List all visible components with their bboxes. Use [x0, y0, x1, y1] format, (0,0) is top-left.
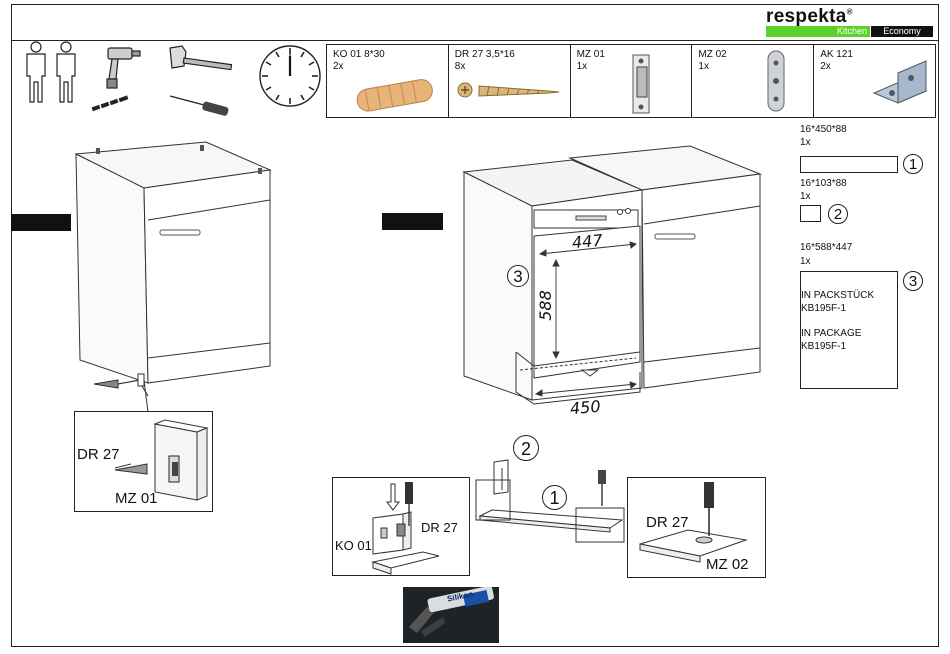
brand-tag-economy: Economy: [871, 26, 933, 37]
screwdriver-icon: [168, 92, 234, 116]
silicone-photo: Silikon: [403, 587, 499, 643]
step-marker-bar-center: [382, 213, 443, 230]
brand-reg: ®: [847, 8, 853, 17]
package-note-en-line2: KB195F-1: [801, 341, 846, 353]
detail-left-catch-label: MZ 01: [115, 490, 158, 507]
drill-icon: [100, 42, 144, 92]
package-note-de-line1: IN PACKSTÜCK: [801, 290, 874, 302]
dimension-top-width: 447: [571, 231, 603, 253]
cabinet-left-illustration: [70, 138, 280, 388]
callout-three-niche: 3: [507, 265, 529, 287]
detail-right-screw-label: DR 27: [646, 514, 689, 531]
clock-icon: [258, 44, 322, 108]
step-marker-bar-left: [11, 214, 71, 231]
screw-icon: [449, 45, 571, 119]
cabinet-niche-illustration: [460, 140, 770, 430]
magnet-catch-icon: [571, 45, 693, 119]
brand-name: respekta: [766, 6, 847, 27]
two-persons-icon: [22, 40, 82, 106]
detail-mid-dowel-label: KO 01: [335, 538, 372, 553]
detail-box-middle: KO 01 DR 27: [332, 477, 470, 576]
panel-2-shape: [800, 205, 821, 222]
detail-box-left: DR 27 MZ 01: [74, 411, 213, 512]
panel-1-shape: [800, 156, 898, 173]
angle-bracket-icon: [814, 45, 936, 119]
dimension-height: 588: [536, 290, 555, 321]
header-divider: [11, 40, 939, 41]
part-cell-strike-plate: MZ 02 1x: [692, 45, 814, 117]
brand-logo: respekta®: [766, 6, 853, 28]
detail-mid-screw-label: DR 27: [421, 520, 458, 535]
strike-plate-icon: [692, 45, 814, 119]
panel-2-qty: 1x: [800, 191, 811, 203]
part-cell-magnet-catch: MZ 01 1x: [571, 45, 693, 117]
parts-table: KO 01 8*30 2x DR 27 3,5*16 8x MZ 01 1x: [326, 44, 936, 118]
panel-2-number: 2: [828, 204, 848, 224]
part-cell-angle-bracket: AK 121 2x: [814, 45, 935, 117]
package-note-de-line2: KB195F-1: [801, 303, 846, 315]
panel-2-dims: 16*103*88: [800, 178, 847, 190]
panel-3-qty: 1x: [800, 256, 811, 268]
panel-1-qty: 1x: [800, 137, 811, 149]
hammer-icon: [168, 44, 234, 80]
brand-tag-kitchen: Kitchen: [766, 26, 870, 37]
detail-box-right: DR 27 MZ 02: [627, 477, 766, 578]
dowel-icon: [327, 45, 449, 119]
panel-assembly-illustration: [476, 458, 626, 544]
drill-bits-icon: [92, 94, 134, 114]
panel-3-shape: IN PACKSTÜCK KB195F-1 IN PACKAGE KB195F-…: [800, 271, 898, 389]
panel-1-number: 1: [903, 154, 923, 174]
package-note-en-line1: IN PACKAGE: [801, 328, 861, 340]
panel-3-number: 3: [903, 271, 923, 291]
part-cell-screw: DR 27 3,5*16 8x: [449, 45, 571, 117]
detail-right-plate-label: MZ 02: [706, 556, 749, 573]
panel-1-dims: 16*450*88: [800, 124, 847, 136]
part-cell-dowel: KO 01 8*30 2x: [327, 45, 449, 117]
detail-left-screw-label: DR 27: [77, 446, 120, 463]
detail-leader-line: [140, 380, 160, 414]
panel-3-dims: 16*588*447: [800, 242, 852, 254]
dimension-bottom-width: 450: [569, 397, 601, 419]
